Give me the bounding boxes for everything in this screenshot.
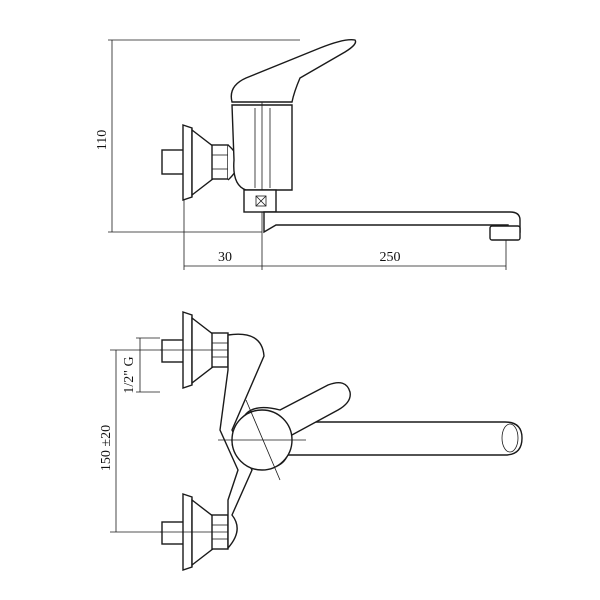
spout-side: [263, 211, 521, 241]
inlet-pipe-lower: [161, 521, 185, 545]
mixer-body-top: [219, 333, 265, 550]
height-label: 110: [95, 130, 110, 150]
mixer-body: [231, 92, 293, 232]
lever-handle-side: [230, 38, 357, 103]
wall-flange-upper: [160, 311, 236, 389]
inlet-pipe: [161, 149, 185, 175]
spout-top: [261, 421, 523, 456]
flange-plate: [182, 124, 193, 201]
inlet-pipe-upper: [161, 339, 185, 363]
spacing-label: 150 ±20: [99, 425, 114, 471]
flange-cone: [191, 128, 215, 197]
aerator: [489, 225, 521, 241]
length-label: 250: [380, 250, 401, 265]
centerline-diag: [245, 399, 281, 481]
wall-flange-lower: [160, 493, 236, 571]
spout-tube: [263, 211, 521, 234]
spout-tube-top: [261, 421, 523, 456]
wall-flange-top: [161, 124, 239, 201]
hex-nut: [211, 144, 229, 180]
horizontal-dimensions: 30 250: [183, 200, 507, 270]
height-dimension: 110: [95, 39, 300, 233]
top-view: 1/2" G 150 ±20: [99, 311, 523, 571]
swivel-collar: [243, 189, 277, 213]
offset-label: 30: [218, 250, 232, 265]
thread-label: 1/2" G: [122, 356, 137, 393]
spacing-dimension: 150 ±20: [99, 349, 232, 533]
thread-dimension: 1/2" G: [122, 337, 160, 394]
side-view: 110: [95, 38, 521, 270]
